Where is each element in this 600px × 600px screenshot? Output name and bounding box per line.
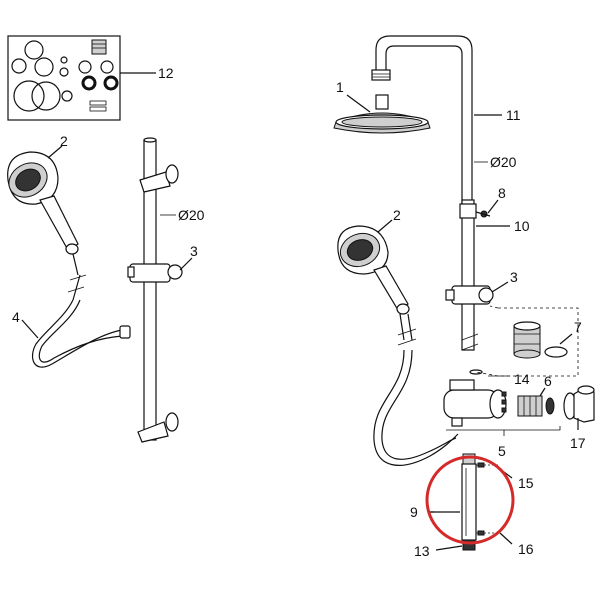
label-3-right: 3 [510,269,518,285]
hose-right [373,313,459,466]
label-15: 15 [518,475,534,491]
leader-4 [21,319,39,339]
seal-kit-box [7,35,121,121]
hand-shower-left [7,151,79,255]
label-17: 17 [570,435,586,451]
leader-3b [491,281,509,293]
shower-column [333,35,494,375]
label-14: 14 [514,371,530,387]
leader-16 [499,532,513,545]
mixer-body [443,379,595,427]
bracket-5 [446,429,505,436]
label-1: 1 [336,79,344,95]
slide-rail-left [127,137,183,443]
label-12: 12 [158,65,174,81]
label-11: 11 [506,107,521,123]
label-8: 8 [498,185,506,201]
extension-tube [461,453,500,551]
label-7: 7 [574,319,582,335]
label-diameter-left: Ø20 [178,207,205,223]
leader-3a [179,257,193,271]
label-3-left: 3 [190,243,198,259]
label-5: 5 [498,443,506,459]
cartridge-detail-box [475,305,579,377]
leader-7 [559,333,573,345]
label-9: 9 [410,504,418,520]
label-13: 13 [414,543,430,559]
bracket-5b [504,426,561,431]
leader-6 [539,387,546,397]
leader-1 [346,94,371,113]
label-16: 16 [518,541,534,557]
label-2-left: 2 [60,133,68,149]
label-10: 10 [514,218,530,234]
leader-2b [377,219,393,233]
leader-8 [487,199,499,214]
leader-13 [435,545,463,551]
label-4: 4 [12,309,20,325]
hose-left [31,253,131,368]
hand-shower-right [337,225,410,315]
highlight-circle [425,455,515,545]
label-diameter-right: Ø20 [490,154,517,170]
label-6: 6 [544,373,552,389]
leader-2a [47,145,63,159]
label-2-right: 2 [393,207,401,223]
